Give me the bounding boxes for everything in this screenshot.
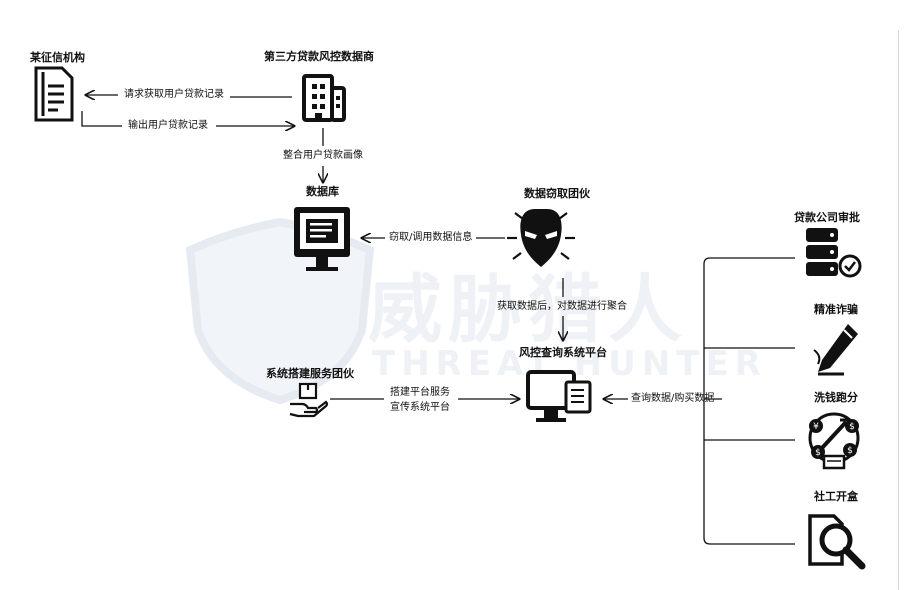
edge-label-aggregate: 获取数据后，对数据进行聚合 — [497, 301, 627, 312]
svg-text:$: $ — [849, 422, 855, 432]
node-laundering: 洗钱跑分 — [814, 391, 858, 404]
right-divider — [898, 30, 899, 590]
computer-icon — [526, 370, 592, 422]
building-icon — [302, 74, 346, 122]
hand-box-icon — [289, 382, 329, 418]
pen-icon — [813, 324, 858, 376]
edge-label-output: 输出用户贷款记录 — [128, 120, 208, 131]
edge-label-build-2: 宣传系统平台 — [390, 402, 450, 413]
magnifier-icon — [808, 514, 866, 570]
edge-output-left — [81, 111, 122, 127]
money-cycle-icon: ¥ $ $ $ — [808, 412, 860, 470]
node-thief-gang: 数据窃取团伙 — [524, 187, 590, 200]
node-loan-company: 贷款公司审批 — [794, 211, 860, 224]
edge-label-integrate: 整合用户贷款画像 — [283, 150, 363, 161]
monitor-icon — [294, 207, 350, 271]
node-doxxing: 社工开盒 — [814, 490, 858, 503]
node-platform: 风控查询系统平台 — [519, 346, 607, 359]
svg-text:¥: ¥ — [813, 422, 819, 432]
server-approve-icon — [806, 228, 862, 278]
svg-text:$: $ — [815, 448, 821, 458]
edge-label-request: 请求获取用户贷款记录 — [124, 89, 224, 100]
edge-label-build-1: 搭建平台服务 — [390, 387, 450, 398]
edge-label-query: 查询数据/购买数据 — [631, 393, 715, 404]
node-build-gang: 系统搭建服务团伙 — [266, 367, 354, 380]
right-bracket — [703, 257, 795, 545]
document-icon — [34, 66, 74, 122]
node-fraud: 精准诈骗 — [814, 303, 858, 316]
hacker-icon — [507, 209, 575, 267]
node-third-party: 第三方贷款风控数据商 — [264, 50, 374, 63]
svg-text:$: $ — [847, 446, 853, 456]
node-database: 数据库 — [306, 185, 339, 198]
node-credit-agency: 某征信机构 — [30, 51, 85, 64]
edge-label-steal: 窃取/调用数据信息 — [389, 232, 473, 243]
watermark-cn: 威胁猎人 — [368, 267, 688, 353]
